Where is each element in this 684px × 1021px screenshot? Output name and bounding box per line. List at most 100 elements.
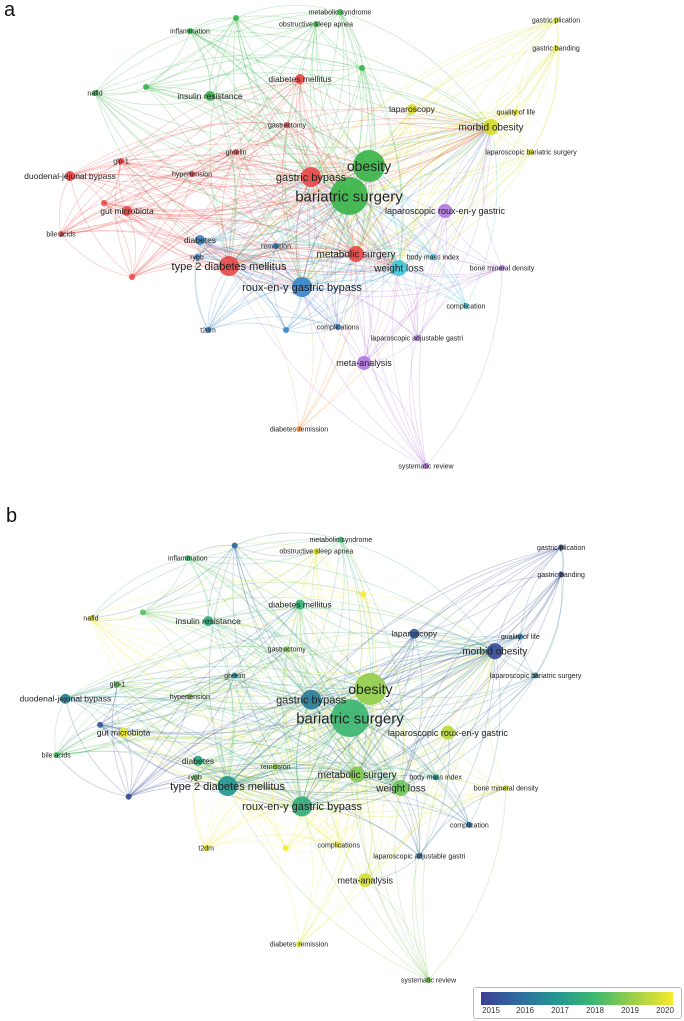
- network-edge: [235, 5, 341, 19]
- node-body-mass-index: [430, 254, 436, 260]
- network-edge: [530, 47, 558, 153]
- network-edge: [310, 699, 402, 789]
- node-metabolic-syndrome: [337, 536, 344, 543]
- network-edge: [310, 176, 427, 467]
- network-edge: [131, 243, 357, 278]
- node-gastric-banding: [558, 571, 565, 578]
- node-label-roux-en-y-gastric-bypass: roux-en-y gastric bypass: [242, 801, 362, 813]
- network-edge: [310, 649, 495, 701]
- network-edge: [189, 675, 235, 698]
- network-edge: [339, 11, 373, 167]
- node-obstructive-sleep-apnea: [313, 21, 319, 27]
- node-label-complications: complications: [318, 843, 361, 850]
- node-label-gut-microbiota: gut microbiota: [100, 206, 154, 216]
- network-edge: [189, 641, 495, 698]
- network-edge: [364, 688, 429, 981]
- network-edge: [368, 111, 517, 167]
- network-edge: [295, 78, 312, 178]
- network-edge: [411, 107, 492, 128]
- network-edge: [120, 122, 288, 162]
- network-edge: [209, 17, 237, 97]
- network-edge: [310, 699, 402, 789]
- node-glp-1: [118, 158, 124, 164]
- network-edge: [400, 787, 507, 798]
- network-edge: [123, 732, 228, 787]
- network-edge: [340, 539, 372, 775]
- network-edge: [310, 111, 517, 178]
- network-edge: [339, 11, 403, 269]
- network-edge: [398, 19, 557, 269]
- network-edge: [295, 604, 312, 700]
- network-edge: [142, 545, 236, 613]
- network-edge: [120, 78, 301, 162]
- legend-tick: 2017: [551, 1006, 569, 1015]
- network-edge: [123, 696, 191, 734]
- network-edge: [285, 844, 339, 852]
- network-edge: [349, 675, 536, 721]
- node-complications: [335, 842, 342, 849]
- network-edge: [447, 650, 496, 733]
- network-edge: [196, 176, 312, 258]
- network-edge: [435, 776, 470, 825]
- network-edge: [228, 265, 418, 339]
- node-label-complication: complication: [447, 303, 486, 310]
- network-edge: [103, 126, 492, 211]
- network-edge: [126, 210, 230, 267]
- node-inflammation: [184, 555, 191, 562]
- network-edge: [56, 706, 351, 756]
- network-edge: [209, 17, 237, 267]
- node-rygb: [191, 774, 198, 781]
- node-label-rygb: rygb: [190, 254, 204, 261]
- network-edge: [298, 165, 371, 430]
- node-label-bile-acids: bile acids: [42, 752, 72, 759]
- network-edge: [103, 202, 230, 267]
- network-edge: [428, 787, 507, 981]
- network-edge: [126, 78, 301, 212]
- network-edge: [196, 195, 350, 258]
- network-edge: [120, 160, 312, 188]
- network-edge: [337, 126, 492, 328]
- network-edge: [355, 253, 427, 467]
- network-edge: [275, 126, 492, 247]
- node-gastric-plication: [558, 544, 565, 551]
- network-edge: [310, 176, 366, 364]
- network-edge: [189, 686, 312, 701]
- network-edge: [206, 834, 339, 849]
- network-edge: [65, 696, 402, 789]
- network-edge: [400, 651, 496, 789]
- network-edge: [69, 175, 128, 212]
- network-edge: [284, 23, 317, 288]
- network-edge: [123, 699, 312, 738]
- network-edge: [310, 699, 367, 881]
- network-edge: [117, 604, 301, 685]
- legend-tick: 2019: [621, 1006, 639, 1015]
- network-edge: [234, 604, 301, 676]
- network-edge: [301, 126, 492, 288]
- network-edge: [207, 316, 339, 331]
- network-edge: [228, 124, 288, 267]
- network-edge: [227, 650, 495, 787]
- network-edge: [196, 256, 339, 328]
- network-edge: [195, 239, 209, 331]
- network-edge: [194, 650, 495, 778]
- network-edge: [142, 539, 341, 613]
- network-edge: [368, 151, 532, 175]
- network-edge: [145, 11, 341, 88]
- network-edge: [519, 547, 562, 637]
- network-edge: [60, 230, 230, 267]
- network-edge: [205, 805, 303, 849]
- network-edge: [275, 245, 400, 272]
- network-edge: [207, 620, 303, 807]
- network-edge: [191, 153, 370, 175]
- network-edge: [199, 239, 400, 275]
- network-edge: [60, 233, 133, 278]
- network-edge: [100, 604, 301, 726]
- network-edge: [145, 86, 303, 288]
- network-edge: [301, 732, 449, 807]
- legend-tick: 2020: [656, 1006, 674, 1015]
- network-edge: [65, 665, 371, 700]
- network-edge: [120, 160, 400, 269]
- network-edge: [142, 611, 312, 700]
- network-edge: [189, 17, 237, 32]
